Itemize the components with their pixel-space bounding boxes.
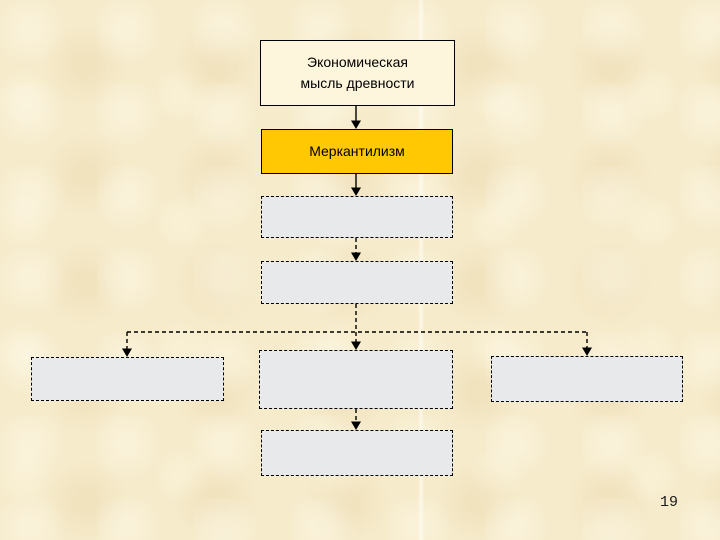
connector-rail-to-branch-left — [122, 332, 132, 357]
diagram-node-ancient-economic-thought: Экономическая мысль древности — [260, 40, 455, 106]
page-number: 19 — [660, 494, 679, 511]
connector-ancient-to-mercantilism — [351, 106, 361, 129]
diagram-node-placeholder-branch-center — [259, 350, 453, 409]
diagram-node-placeholder-branch-left — [31, 357, 224, 401]
connector-rail-to-branch-right — [582, 332, 592, 356]
diagram-node-placeholder-stage-3 — [261, 430, 453, 476]
diagram-node-mercantilism: Меркантилизм — [261, 129, 453, 174]
node-label-line: Экономическая — [307, 54, 408, 70]
diagram-node-placeholder-stage-2 — [261, 261, 453, 304]
connector-mercantilism-to-stage1 — [351, 174, 361, 196]
node-label: Меркантилизм — [309, 143, 405, 159]
node-label-line: мысль древности — [300, 75, 415, 91]
connector-branch-center-to-stage3 — [351, 409, 361, 430]
connector-stage2-to-branch-center — [351, 304, 361, 350]
diagram-node-placeholder-branch-right — [491, 356, 683, 402]
connector-stage1-to-stage2 — [351, 238, 361, 261]
diagram-node-placeholder-stage-1 — [261, 196, 453, 238]
